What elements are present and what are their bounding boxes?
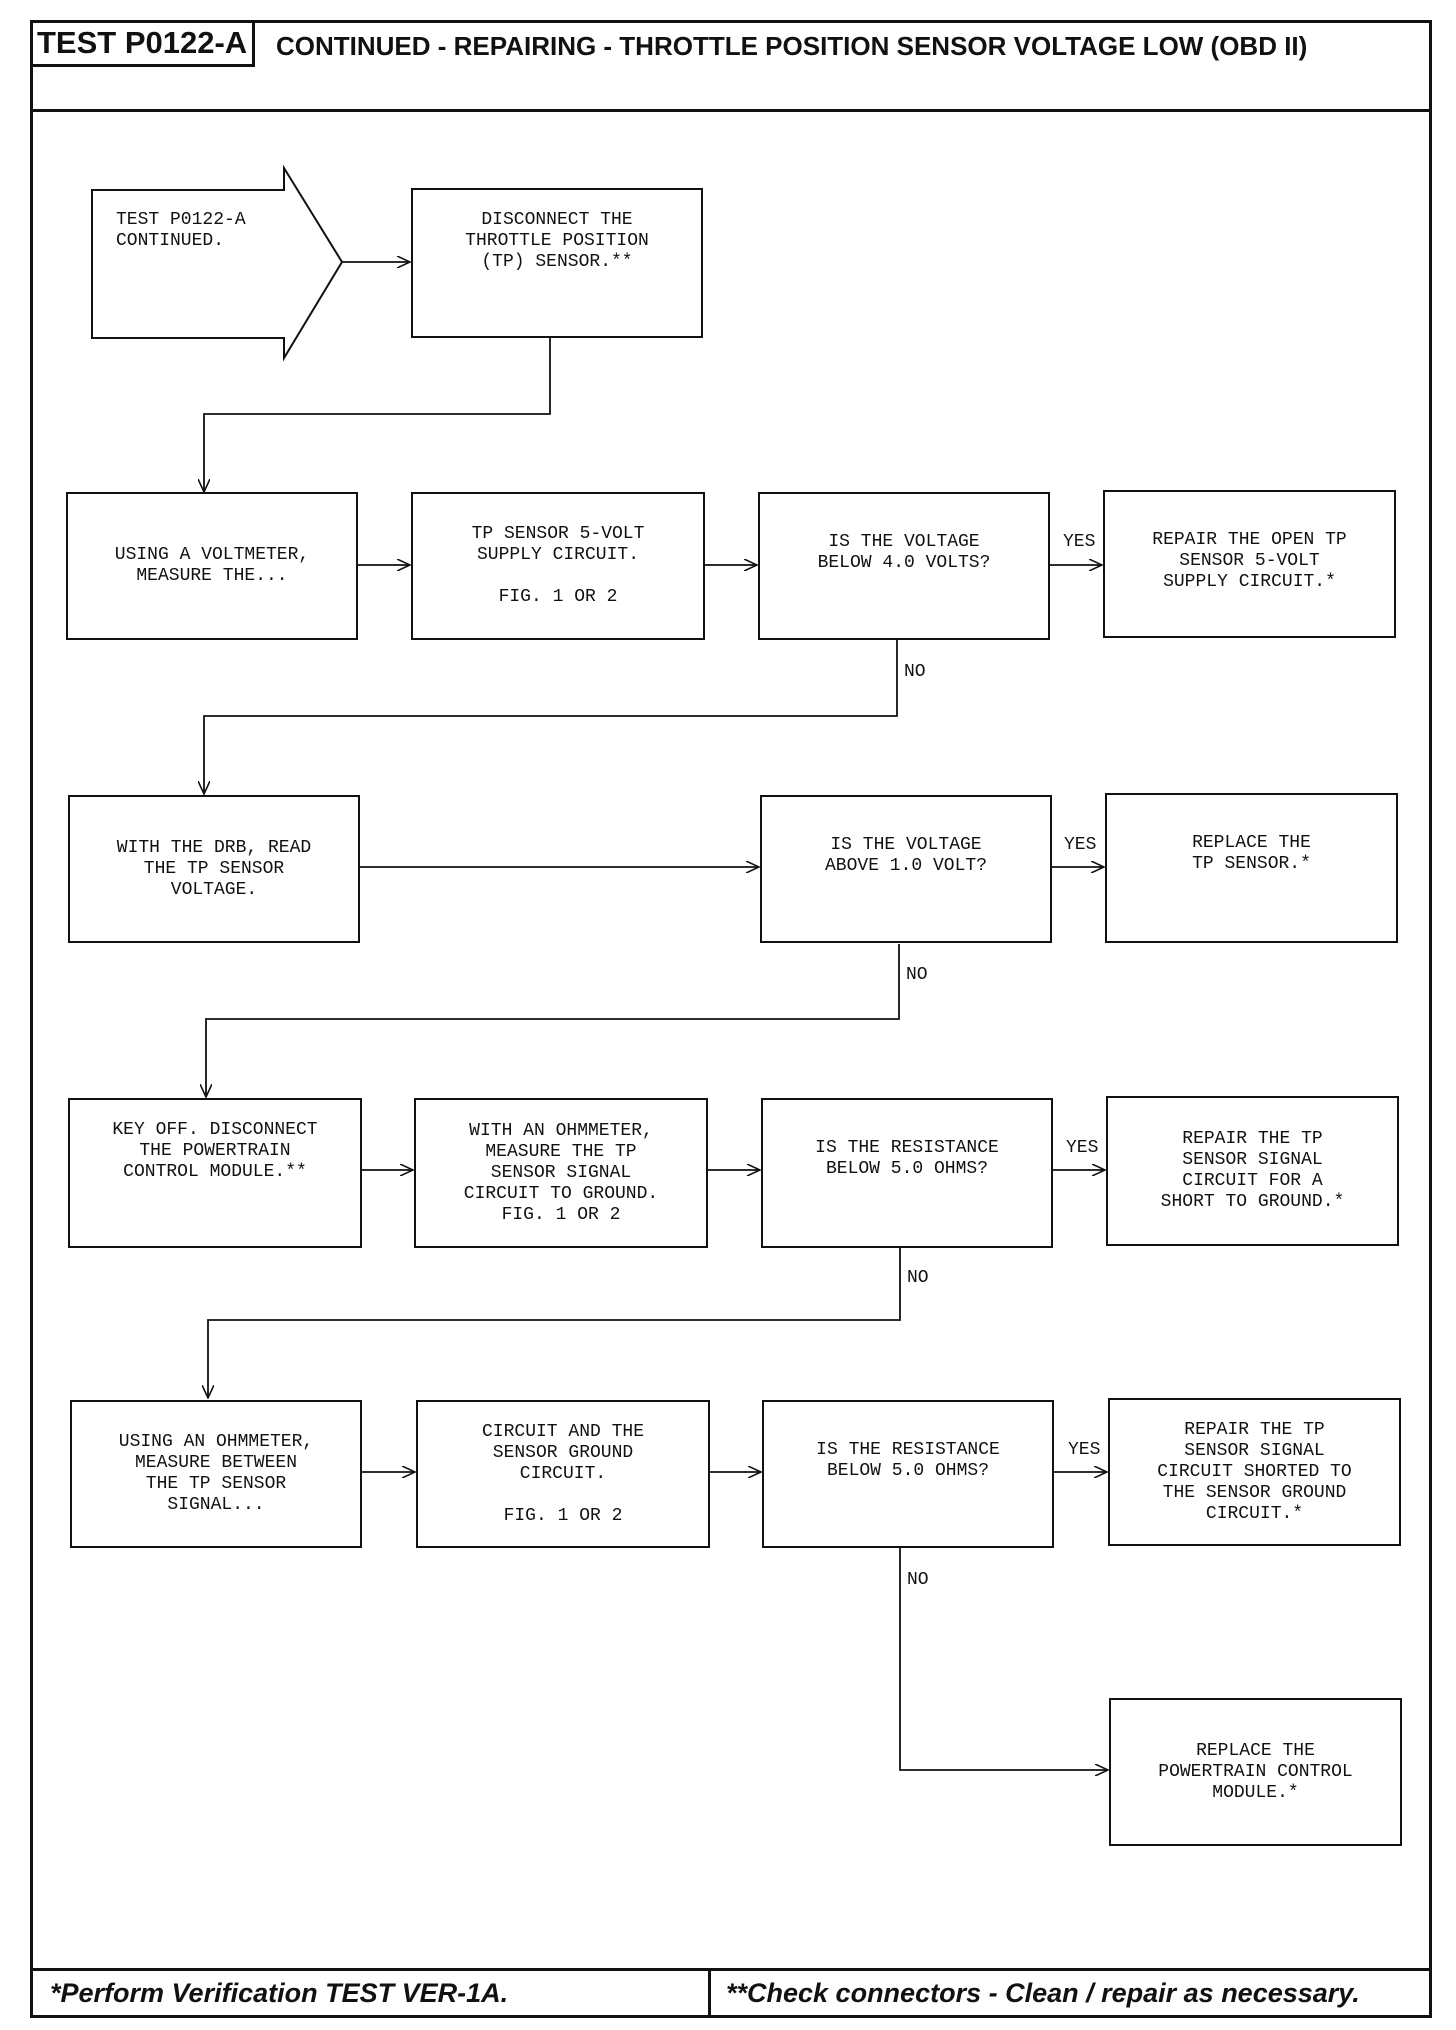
measure-voltmeter-text: USING A VOLTMETER, MEASURE THE...: [114, 545, 310, 586]
repair-short-ground-text: REPAIR THE TP SENSOR SIGNAL CIRCUIT FOR …: [1160, 1129, 1345, 1212]
disconnect-tp-sensor-text: DISCONNECT THE THROTTLE POSITION (TP) SE…: [465, 210, 649, 272]
drb-read-box: WITH THE DRB, READ THE TP SENSOR VOLTAGE…: [68, 795, 360, 943]
repair-short-ground-box: REPAIR THE TP SENSOR SIGNAL CIRCUIT FOR …: [1106, 1096, 1399, 1246]
ground-circuit-box: CIRCUIT AND THE SENSOR GROUND CIRCUIT. F…: [416, 1400, 710, 1548]
repair-open-supply-text: REPAIR THE OPEN TP SENSOR 5-VOLT SUPPLY …: [1152, 530, 1347, 592]
test-id-label: TEST P0122-A: [33, 23, 255, 67]
replace-tp-sensor-text: REPLACE THE TP SENSOR.*: [1192, 833, 1311, 874]
ohm-between-box: USING AN OHMMETER, MEASURE BETWEEN THE T…: [70, 1400, 362, 1548]
header-band: [30, 20, 1432, 112]
r4-yes-label: YES: [1068, 1440, 1101, 1460]
replace-pcm-box: REPLACE THE POWERTRAIN CONTROL MODULE.*: [1109, 1698, 1402, 1846]
r1-no-label: NO: [904, 662, 926, 682]
repair-shorted-sensor-ground-text: REPAIR THE TP SENSOR SIGNAL CIRCUIT SHOR…: [1157, 1419, 1352, 1524]
footer-band: [30, 1968, 1432, 2018]
supply-circuit-fig: FIG. 1 OR 2: [498, 587, 618, 607]
connector-r1-no: [204, 640, 898, 794]
voltage-below-4-text: IS THE VOLTAGE BELOW 4.0 VOLTS?: [817, 532, 991, 573]
r2-yes-label: YES: [1064, 835, 1097, 855]
supply-circuit-text: TP SENSOR 5-VOLT SUPPLY CIRCUIT.: [471, 524, 645, 565]
connector-r3-no: [208, 1246, 901, 1398]
resistance-below-5-text-1: IS THE RESISTANCE BELOW 5.0 OHMS?: [815, 1138, 999, 1179]
measure-voltmeter-box: USING A VOLTMETER, MEASURE THE...: [66, 492, 358, 640]
key-off-box: KEY OFF. DISCONNECT THE POWERTRAIN CONTR…: [68, 1098, 362, 1248]
connector-r2-no: [206, 944, 900, 1097]
repair-shorted-sensor-ground-box: REPAIR THE TP SENSOR SIGNAL CIRCUIT SHOR…: [1108, 1398, 1401, 1546]
r2-no-label: NO: [906, 965, 928, 985]
footnote-verification: *Perform Verification TEST VER-1A.: [50, 1978, 509, 2008]
r1-yes-label: YES: [1063, 532, 1096, 552]
replace-tp-sensor-box: REPLACE THE TP SENSOR.*: [1105, 793, 1398, 943]
resistance-below-5-question-1: IS THE RESISTANCE BELOW 5.0 OHMS?: [761, 1098, 1053, 1248]
voltage-below-4-question: IS THE VOLTAGE BELOW 4.0 VOLTS?: [758, 492, 1050, 640]
start-arrow-shape: [91, 164, 344, 362]
resistance-below-5-text-2: IS THE RESISTANCE BELOW 5.0 OHMS?: [816, 1440, 1000, 1481]
connector-r4-no: [899, 1548, 1108, 1770]
footer-divider: [708, 1968, 711, 2018]
connector-disconnect-row1: [204, 338, 551, 492]
resistance-below-5-question-2: IS THE RESISTANCE BELOW 5.0 OHMS?: [762, 1400, 1054, 1548]
drb-read-text: WITH THE DRB, READ THE TP SENSOR VOLTAGE…: [116, 837, 312, 900]
voltage-above-1-question: IS THE VOLTAGE ABOVE 1.0 VOLT?: [760, 795, 1052, 943]
footnote-connectors: **Check connectors - Clean / repair as n…: [726, 1978, 1360, 2008]
replace-pcm-text: REPLACE THE POWERTRAIN CONTROL MODULE.*: [1158, 1740, 1353, 1803]
page-frame: [30, 20, 1432, 2018]
page-title: CONTINUED - REPAIRING - THROTTLE POSITIO…: [276, 31, 1308, 61]
ohm-between-text: USING AN OHMMETER, MEASURE BETWEEN THE T…: [118, 1432, 314, 1515]
ohm-measure-box: WITH AN OHMMETER, MEASURE THE TP SENSOR …: [414, 1098, 708, 1248]
ohm-measure-text: WITH AN OHMMETER, MEASURE THE TP SENSOR …: [463, 1120, 659, 1225]
repair-open-supply-box: REPAIR THE OPEN TP SENSOR 5-VOLT SUPPLY …: [1103, 490, 1396, 638]
key-off-text: KEY OFF. DISCONNECT THE POWERTRAIN CONTR…: [112, 1120, 318, 1182]
supply-circuit-box: TP SENSOR 5-VOLT SUPPLY CIRCUIT. FIG. 1 …: [411, 492, 705, 640]
r3-no-label: NO: [907, 1268, 929, 1288]
ground-circuit-text: CIRCUIT AND THE SENSOR GROUND CIRCUIT.: [481, 1421, 645, 1484]
r4-no-label: NO: [907, 1570, 929, 1590]
start-arrow-text: TEST P0122-A CONTINUED.: [116, 210, 246, 251]
disconnect-tp-sensor-box: DISCONNECT THE THROTTLE POSITION (TP) SE…: [411, 188, 703, 338]
voltage-above-1-text: IS THE VOLTAGE ABOVE 1.0 VOLT?: [824, 835, 988, 876]
r3-yes-label: YES: [1066, 1138, 1099, 1158]
ground-circuit-fig: FIG. 1 OR 2: [503, 1505, 623, 1526]
